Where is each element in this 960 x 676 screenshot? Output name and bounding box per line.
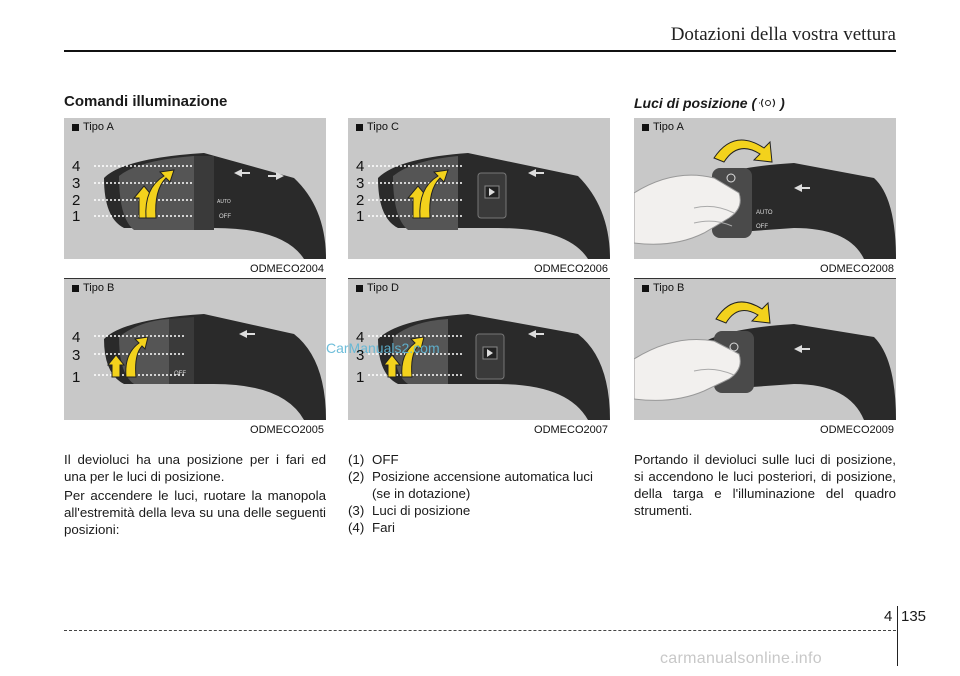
bullet-square-icon	[356, 123, 363, 131]
figure-photo: AUTO OFF	[634, 118, 896, 259]
number-1: 1	[356, 369, 364, 386]
stalk-auto-text: AUTO	[756, 210, 773, 216]
figure-photo	[348, 118, 610, 259]
position-lights-title: Luci di posizione ( )	[634, 95, 785, 111]
footer-rule	[64, 630, 896, 631]
number-2: 2	[356, 192, 364, 209]
site-watermark: carmanualsonline.info	[660, 650, 822, 667]
figure-rule	[634, 278, 896, 279]
position-light-icon	[759, 98, 776, 108]
stalk-off-text: OFF	[174, 371, 186, 377]
page-separator	[897, 606, 898, 666]
figure-tipo-a: OFF AUTO Tipo A 4 3 2 1 ODMECO2004	[64, 118, 326, 283]
number-4: 4	[72, 158, 80, 175]
paragraph-instructions: Per accendere le luci, ruotare la manopo…	[64, 488, 326, 537]
bullet-square-icon	[642, 284, 649, 292]
paragraph-intro: Il devioluci ha una posizione per i fari…	[64, 452, 326, 484]
number-4: 4	[356, 329, 364, 346]
number-1: 1	[72, 208, 80, 225]
stalk-illustration: OFF	[64, 279, 326, 420]
position-numbers: 4 3 1	[72, 329, 80, 386]
figure-tipo-b: OFF Tipo B 4 3 1 ODMECO2005	[64, 279, 326, 444]
figure-position-tipo-b: Tipo B ODMECO2009	[634, 279, 896, 444]
figure-rule	[64, 278, 326, 279]
header-rule	[64, 50, 896, 52]
figure-tipo-d: Tipo D 4 3 1 ODMECO2007	[348, 279, 610, 444]
paragraph-position-lights: Portando il devioluci sulle luci di posi…	[634, 452, 896, 518]
number-3: 3	[72, 347, 80, 364]
stalk-illustration	[348, 279, 610, 420]
number-4: 4	[356, 158, 364, 175]
watermark: CarManuals2.com	[326, 340, 440, 356]
bullet-square-icon	[72, 123, 79, 131]
figure-tipo-c: Tipo C 4 3 2 1 ODMECO2006	[348, 118, 610, 283]
figure-code: ODMECO2005	[250, 424, 324, 436]
number-1: 1	[72, 369, 80, 386]
list-item: (2)Posizione accensione automatica luci …	[348, 469, 594, 501]
number-4: 4	[72, 329, 80, 346]
chapter-number: 4	[884, 608, 893, 625]
position-numbers: 4 3 2 1	[72, 158, 80, 225]
figure-label: Tipo B	[642, 282, 684, 294]
position-numbers: 4 3 2 1	[356, 158, 364, 225]
list-item: (4)Fari	[348, 520, 395, 535]
bullet-square-icon	[642, 123, 649, 131]
figure-label: Tipo D	[356, 282, 399, 294]
figure-code: ODMECO2007	[534, 424, 608, 436]
figure-code: ODMECO2004	[250, 263, 324, 275]
figure-code: ODMECO2006	[534, 263, 608, 275]
list-item: (3)Luci di posizione	[348, 503, 471, 518]
figure-label: Tipo B	[72, 282, 114, 294]
figure-rule	[348, 278, 610, 279]
number-1: 1	[356, 208, 364, 225]
figure-photo	[634, 279, 896, 420]
figure-label: Tipo A	[642, 121, 684, 133]
figure-code: ODMECO2008	[820, 263, 894, 275]
stalk-illustration	[348, 118, 610, 259]
number-2: 2	[72, 192, 80, 209]
figure-label: Tipo A	[72, 121, 114, 133]
stalk-illustration: OFF AUTO	[64, 118, 326, 259]
section-title: Comandi illuminazione	[64, 93, 228, 110]
figure-position-tipo-a: AUTO OFF Tipo A ODMECO2008	[634, 118, 896, 283]
bullet-square-icon	[72, 284, 79, 292]
stalk-off-text: OFF	[219, 214, 231, 220]
page-number: 135	[901, 608, 927, 625]
number-3: 3	[356, 347, 364, 364]
position-lights-title-text: Luci di posizione (	[634, 95, 757, 111]
position-numbers: 4 3 1	[356, 329, 364, 386]
list-item: (1)OFF	[348, 452, 399, 467]
number-3: 3	[72, 175, 80, 192]
figure-label: Tipo C	[356, 121, 399, 133]
figure-photo: OFF AUTO	[64, 118, 326, 259]
hand-stalk-illustration: AUTO OFF	[634, 118, 896, 259]
figure-photo	[348, 279, 610, 420]
number-3: 3	[356, 175, 364, 192]
figure-code: ODMECO2009	[820, 424, 894, 436]
stalk-off-text: OFF	[756, 224, 768, 230]
positions-list: (1)OFF (2)Posizione accensione automatic…	[348, 451, 610, 536]
running-header: Dotazioni della vostra vettura	[670, 24, 896, 45]
stalk-auto-text: AUTO	[217, 199, 231, 205]
bullet-square-icon	[356, 284, 363, 292]
position-lights-title-end: )	[780, 95, 785, 111]
figure-photo: OFF	[64, 279, 326, 420]
hand-stalk-illustration	[634, 279, 896, 420]
